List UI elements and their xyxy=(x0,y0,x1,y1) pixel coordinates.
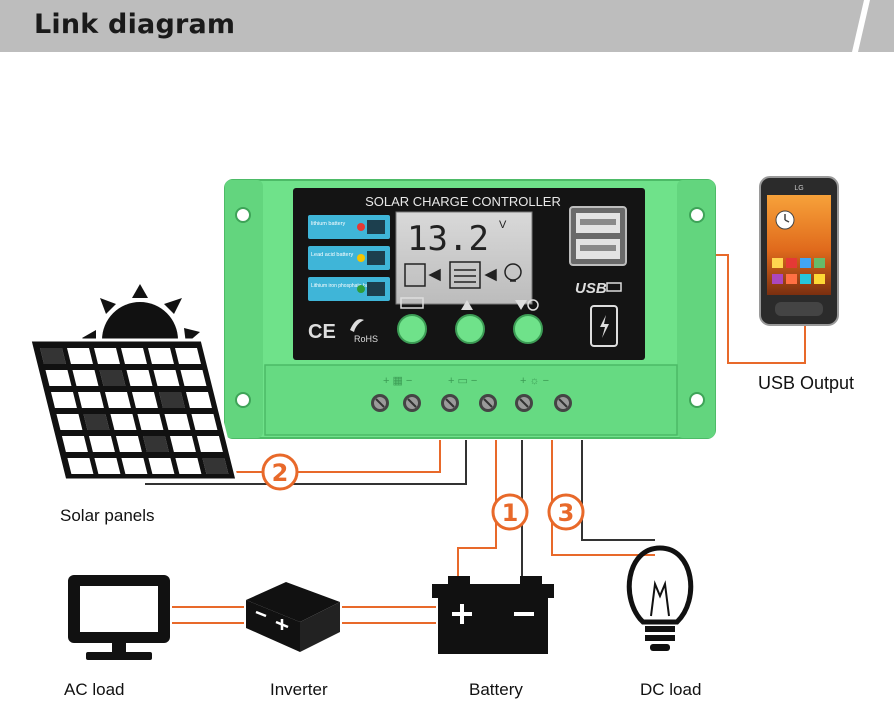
battery-icon xyxy=(432,576,554,654)
terminal-screws xyxy=(371,394,572,412)
right-mount-tab xyxy=(677,180,715,438)
usb-battery-icon xyxy=(606,282,622,292)
up-icon xyxy=(461,300,473,310)
lcd-battery-icon xyxy=(449,261,481,289)
menu-icon xyxy=(400,297,424,309)
battery-icon xyxy=(367,251,385,265)
phone-brand: LG xyxy=(794,185,803,192)
down-icon xyxy=(515,300,527,310)
mount-hole xyxy=(689,392,705,408)
light-icon xyxy=(527,299,539,311)
left-mount-tab xyxy=(225,180,263,438)
svg-text:1: 1 xyxy=(502,499,519,527)
dc-load-bulb-icon xyxy=(626,545,694,651)
mount-hole xyxy=(689,207,705,223)
battery-label: Battery xyxy=(469,680,523,699)
control-buttons xyxy=(397,297,543,344)
app-icon xyxy=(814,274,825,284)
ce-mark: CE xyxy=(308,321,336,343)
connection-badges: 2 1 3 xyxy=(261,453,585,531)
panel-title: SOLAR CHARGE CONTROLLER xyxy=(365,194,561,209)
app-icon xyxy=(786,274,797,284)
badge-1: 1 xyxy=(491,493,529,531)
svg-text:2: 2 xyxy=(272,459,289,487)
down-button[interactable] xyxy=(513,314,543,344)
badge-2: 2 xyxy=(261,453,299,491)
mount-hole xyxy=(235,207,251,223)
lcd-arrow-icon xyxy=(428,268,441,282)
phone-charge-icon xyxy=(590,305,618,347)
inverter-icon xyxy=(246,582,340,652)
smartphone: LG xyxy=(759,176,839,326)
status-led-icon xyxy=(357,285,365,293)
rohs-mark: RoHS xyxy=(354,334,378,344)
battery-type-label: Lithium iron phosphate battery xyxy=(311,283,379,289)
usb-output-label: USB Output xyxy=(758,373,855,393)
lcd-solar-icon xyxy=(404,263,426,287)
battery-type-item: Lead acid battery xyxy=(308,246,390,270)
battery-type-list: lithium battery Lead acid battery Lithiu… xyxy=(308,215,390,301)
rohs-leaf-icon xyxy=(350,319,364,332)
charge-controller: + ▦ − + ▭ − + ☼ − SOLAR CHARGE CONTROLLE… xyxy=(224,179,716,439)
terminal-marks-solar: + ▦ − xyxy=(383,375,412,387)
usb-ports xyxy=(569,206,627,266)
app-icon xyxy=(772,274,783,284)
app-icon xyxy=(800,258,811,268)
usb-label: USB xyxy=(575,280,607,297)
status-led-icon xyxy=(357,254,365,262)
phone-home-keys xyxy=(775,302,823,316)
menu-button[interactable] xyxy=(397,314,427,344)
battery-type-item: Lithium iron phosphate battery xyxy=(308,277,390,301)
app-icon xyxy=(772,258,783,268)
terminal-marks-load: + ☼ − xyxy=(520,375,549,387)
status-led-icon xyxy=(357,223,365,231)
header-band xyxy=(0,0,894,52)
battery-type-label: lithium battery xyxy=(311,221,345,227)
badge-3: 3 xyxy=(547,493,585,531)
voltage-unit: V xyxy=(499,219,507,231)
battery-type-item: lithium battery xyxy=(308,215,390,239)
svg-text:3: 3 xyxy=(558,499,575,527)
ac-load-label: AC load xyxy=(64,680,125,699)
lcd-bulb-icon xyxy=(504,263,522,281)
dc-load-label: DC load xyxy=(640,680,702,699)
lcd-flow-icons xyxy=(404,261,522,289)
voltage-readout: 13.2 xyxy=(407,219,489,259)
inverter-label: Inverter xyxy=(270,680,328,699)
terminal-marks-battery: + ▭ − xyxy=(448,375,477,387)
page-title: Link diagram xyxy=(34,9,236,40)
battery-icon xyxy=(367,220,385,234)
up-button[interactable] xyxy=(455,314,485,344)
battery-icon xyxy=(367,282,385,296)
solar-panel-icon xyxy=(28,284,239,482)
app-icon xyxy=(800,274,811,284)
app-icon xyxy=(786,258,797,268)
ac-load-monitor-icon xyxy=(68,575,170,660)
lcd-arrow-icon xyxy=(484,268,497,282)
battery-type-label: Lead acid battery xyxy=(311,252,353,258)
terminal-strip xyxy=(264,364,678,436)
mount-hole xyxy=(235,392,251,408)
solar-panels-label: Solar panels xyxy=(60,506,155,525)
app-icon xyxy=(814,258,825,268)
